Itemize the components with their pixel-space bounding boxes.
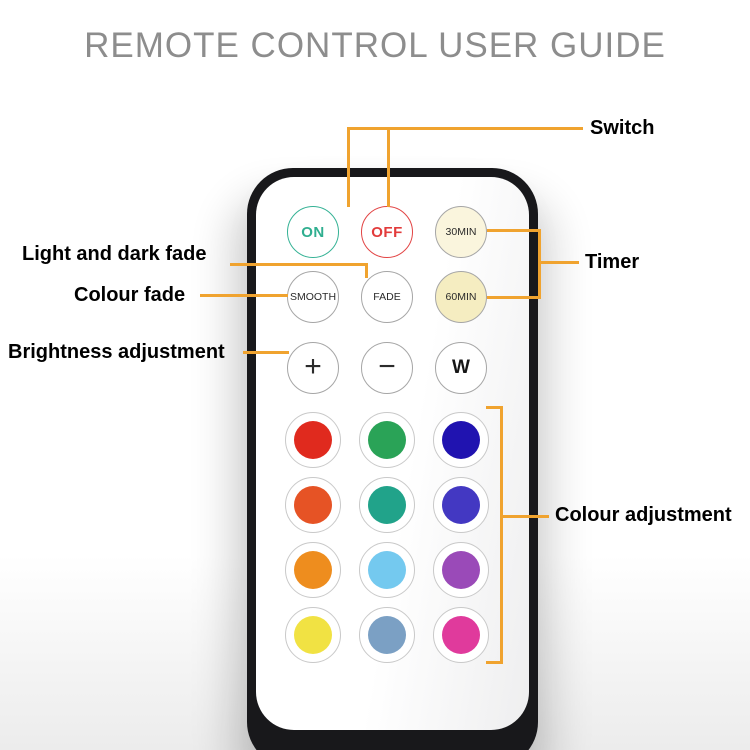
orange-red-color-dot (294, 486, 332, 524)
brightness-adjustment-label: Brightness adjustment (8, 341, 225, 363)
teal-color-dot (368, 486, 406, 524)
switch-label: Switch (590, 117, 655, 139)
color-button-purple[interactable] (433, 542, 489, 598)
switch-callout-line-to-off (387, 127, 390, 207)
remote-face: ON OFF 30MIN SMOOTH FADE 60MIN + − W (256, 177, 529, 730)
colour-adjustment-callout-line (503, 515, 549, 518)
color-button-green[interactable] (359, 412, 415, 468)
on-button[interactable]: ON (287, 206, 339, 258)
color-button-blue-violet[interactable] (433, 477, 489, 533)
colour-fade-label: Colour fade (74, 284, 186, 306)
red-color-dot (294, 421, 332, 459)
steel-blue-color-dot (368, 616, 406, 654)
smooth-button[interactable]: SMOOTH (287, 271, 339, 323)
brightness-callout-line (243, 351, 289, 354)
light-and-dark-fade-label: Light and dark fade (22, 243, 207, 265)
color-button-dark-blue[interactable] (433, 412, 489, 468)
sky-blue-color-dot (368, 551, 406, 589)
timer-bracket-vertical (538, 229, 541, 299)
colour-adjustment-bracket-top (486, 406, 503, 409)
color-button-teal[interactable] (359, 477, 415, 533)
color-button-red[interactable] (285, 412, 341, 468)
color-button-magenta[interactable] (433, 607, 489, 663)
timer-label: Timer (585, 251, 640, 273)
yellow-color-dot (294, 616, 332, 654)
colour-adjustment-label: Colour adjustment (555, 504, 732, 526)
orange-color-dot (294, 551, 332, 589)
colour-adjustment-bracket-vertical (500, 406, 503, 664)
colour-fade-callout-line (200, 294, 288, 297)
color-button-sky-blue[interactable] (359, 542, 415, 598)
fade-button[interactable]: FADE (361, 271, 413, 323)
fade-callout-line-horizontal (230, 263, 368, 266)
blue-violet-color-dot (442, 486, 480, 524)
timer-60min-button[interactable]: 60MIN (435, 271, 487, 323)
remote-control-body: ON OFF 30MIN SMOOTH FADE 60MIN + − W (247, 168, 538, 750)
color-button-orange-red[interactable] (285, 477, 341, 533)
timer-bracket-bottom (487, 296, 541, 299)
fade-callout-line-vertical (365, 263, 368, 278)
brightness-up-button[interactable]: + (287, 342, 339, 394)
switch-callout-line-horizontal (347, 127, 583, 130)
dark-blue-color-dot (442, 421, 480, 459)
color-button-steel-blue[interactable] (359, 607, 415, 663)
timer-bracket-top (487, 229, 541, 232)
purple-color-dot (442, 551, 480, 589)
color-button-orange[interactable] (285, 542, 341, 598)
green-color-dot (368, 421, 406, 459)
colour-adjustment-bracket-bottom (486, 661, 503, 664)
color-button-yellow[interactable] (285, 607, 341, 663)
magenta-color-dot (442, 616, 480, 654)
switch-callout-line-to-on (347, 127, 350, 207)
timer-callout-line (541, 261, 579, 264)
off-button[interactable]: OFF (361, 206, 413, 258)
brightness-down-button[interactable]: − (361, 342, 413, 394)
white-button[interactable]: W (435, 342, 487, 394)
timer-30min-button[interactable]: 30MIN (435, 206, 487, 258)
page-title: REMOTE CONTROL USER GUIDE (84, 26, 666, 65)
